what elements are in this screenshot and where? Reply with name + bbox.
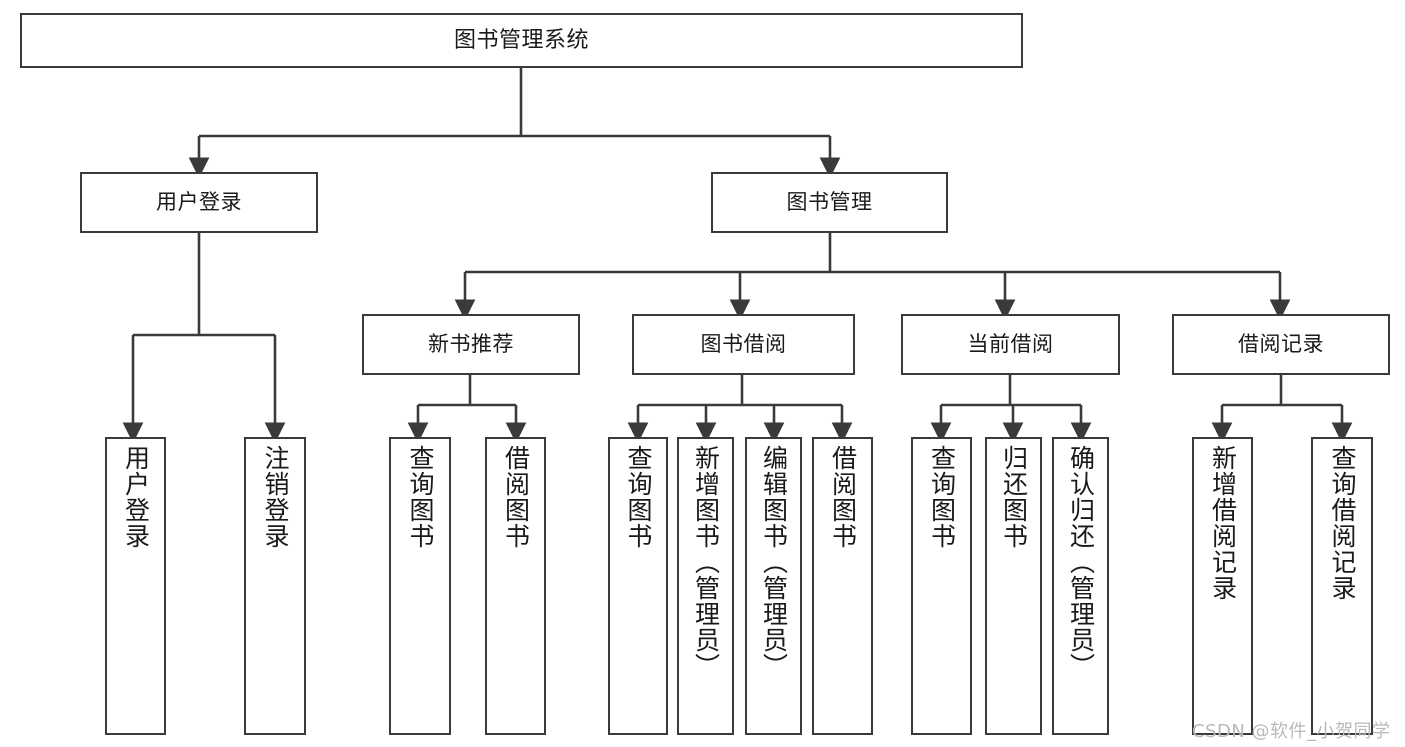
node-root[interactable]: 图书管理系统: [20, 13, 1023, 68]
node-leaf-user-login[interactable]: 用户登录: [105, 437, 166, 735]
node-new-book-recommend-label: 新书推荐: [428, 332, 514, 356]
node-user-login-label: 用户登录: [156, 190, 242, 214]
node-leaf-edit-book-label: 编辑图书（管理员）: [759, 445, 789, 679]
node-root-label: 图书管理系统: [453, 27, 589, 53]
node-current-borrow-label: 当前借阅: [967, 332, 1054, 356]
node-leaf-query-book-brw[interactable]: 查询图书: [608, 437, 668, 735]
node-borrow-record-label: 借阅记录: [1238, 332, 1324, 356]
node-leaf-add-book[interactable]: 新增图书（管理员）: [677, 437, 734, 735]
node-book-borrow[interactable]: 图书借阅: [632, 314, 855, 375]
node-book-manage[interactable]: 图书管理: [711, 172, 948, 233]
node-new-book-recommend[interactable]: 新书推荐: [362, 314, 580, 375]
node-leaf-add-record[interactable]: 新增借阅记录: [1192, 437, 1253, 735]
node-leaf-borrow-book[interactable]: 借阅图书: [812, 437, 873, 735]
node-leaf-add-book-label: 新增图书（管理员）: [691, 445, 721, 679]
node-leaf-user-logout[interactable]: 注销登录: [244, 437, 306, 735]
node-leaf-confirm-return-label: 确认归还（管理员）: [1066, 445, 1096, 679]
node-leaf-user-logout-label: 注销登录: [261, 445, 290, 549]
node-leaf-query-record-label: 查询借阅记录: [1328, 445, 1357, 601]
node-leaf-borrow-book-label: 借阅图书: [828, 445, 858, 549]
node-leaf-query-record[interactable]: 查询借阅记录: [1311, 437, 1373, 735]
node-leaf-query-book-cur[interactable]: 查询图书: [911, 437, 972, 735]
node-user-login[interactable]: 用户登录: [80, 172, 318, 233]
node-leaf-query-book-brw-label: 查询图书: [624, 445, 653, 549]
node-book-borrow-label: 图书借阅: [700, 332, 787, 356]
node-current-borrow[interactable]: 当前借阅: [901, 314, 1120, 375]
node-book-manage-label: 图书管理: [786, 190, 873, 214]
node-leaf-user-login-label: 用户登录: [121, 445, 151, 549]
node-borrow-record[interactable]: 借阅记录: [1172, 314, 1390, 375]
csdn-watermark: CSDN @软件_小贺同学: [1192, 721, 1391, 742]
node-leaf-add-record-label: 新增借阅记录: [1208, 445, 1238, 601]
node-leaf-confirm-return[interactable]: 确认归还（管理员）: [1052, 437, 1109, 735]
node-leaf-query-book-rec[interactable]: 查询图书: [389, 437, 451, 735]
node-leaf-borrow-book-rec[interactable]: 借阅图书: [485, 437, 546, 735]
node-leaf-query-book-rec-label: 查询图书: [406, 445, 435, 549]
node-leaf-return-book[interactable]: 归还图书: [985, 437, 1042, 735]
node-leaf-edit-book[interactable]: 编辑图书（管理员）: [745, 437, 802, 735]
node-leaf-borrow-book-rec-label: 借阅图书: [501, 445, 531, 549]
node-leaf-return-book-label: 归还图书: [999, 445, 1029, 549]
node-leaf-query-book-cur-label: 查询图书: [927, 445, 957, 549]
